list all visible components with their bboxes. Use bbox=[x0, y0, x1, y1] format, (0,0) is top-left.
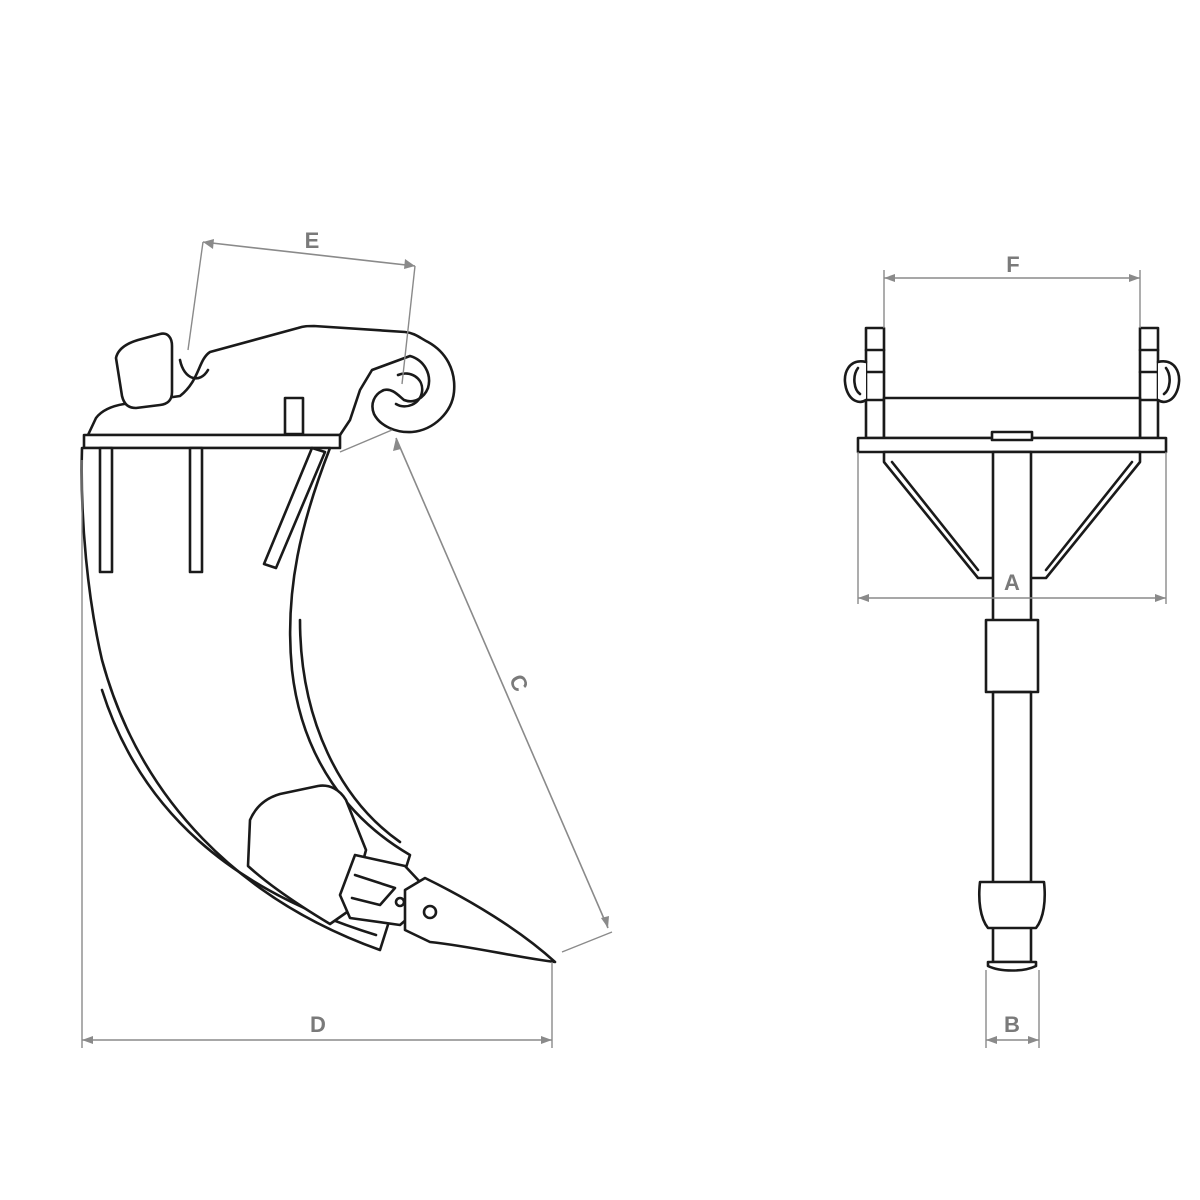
rib-3 bbox=[262, 446, 327, 570]
dimension-b-label: B bbox=[1004, 1012, 1020, 1037]
coupler-hook-eye bbox=[394, 372, 424, 408]
rib-2 bbox=[188, 446, 204, 574]
coupler-slot bbox=[178, 358, 210, 380]
dimension-c: C bbox=[339, 429, 613, 953]
ripper-side-view bbox=[80, 324, 557, 964]
dimension-e: E bbox=[187, 228, 416, 385]
dimension-d: D bbox=[81, 460, 553, 1048]
dimension-e-label: E bbox=[305, 228, 320, 253]
front-lug bbox=[114, 332, 174, 410]
dimension-b: B bbox=[985, 970, 1040, 1048]
top-pin bbox=[283, 396, 305, 436]
rib-1 bbox=[98, 446, 114, 574]
adapter-detail bbox=[350, 873, 397, 907]
dimension-a: A bbox=[857, 452, 1167, 604]
tooth-pin bbox=[422, 904, 438, 920]
tooth-front-tip bbox=[986, 960, 1038, 972]
dimension-f: F bbox=[883, 252, 1141, 328]
adapter-pin bbox=[394, 896, 406, 908]
dimension-a-label: A bbox=[1004, 570, 1020, 595]
tooth-front bbox=[977, 880, 1047, 930]
ripper-front-view bbox=[843, 326, 1181, 972]
dimension-d-label: D bbox=[310, 1012, 326, 1037]
left-lug bbox=[864, 326, 886, 440]
top-plate bbox=[82, 433, 342, 450]
dimension-f-label: F bbox=[1006, 252, 1019, 277]
tooth-tip bbox=[403, 876, 557, 964]
shank-front bbox=[991, 450, 1033, 964]
wear-plate bbox=[246, 784, 368, 926]
right-lug bbox=[1138, 326, 1160, 440]
dimension-c-label: C bbox=[504, 671, 533, 696]
center-block bbox=[990, 430, 1034, 442]
shank-collar bbox=[984, 618, 1040, 694]
shank-inner-edge bbox=[298, 618, 402, 844]
